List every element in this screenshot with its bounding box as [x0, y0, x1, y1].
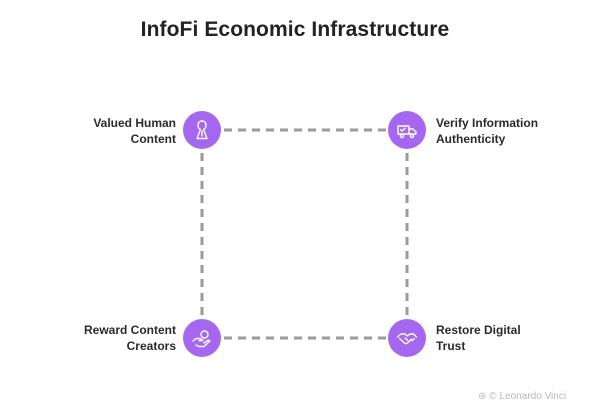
- diagram-title: InfoFi Economic Infrastructure: [140, 18, 450, 41]
- person-outline-icon: [196, 120, 208, 140]
- watermark-text: Leonardo Vinci: [499, 391, 567, 402]
- label-reward-content-creators: Reward Content Creators: [83, 323, 176, 353]
- node-verify-information-authenticity: [388, 111, 426, 149]
- coin-hand-icon: [192, 330, 211, 348]
- watermark: ⊛ © Leonardo Vinci: [478, 391, 566, 402]
- label-valued-human-content: Valued Human Content: [93, 116, 176, 146]
- handshake-icon: [396, 333, 418, 345]
- label-verify-information-authenticity: Verify Information Authenticity: [436, 116, 539, 146]
- node-valued-human-content: [183, 111, 221, 149]
- label-restore-digital-trust: Restore Digital Trust: [436, 323, 521, 353]
- node-reward-content-creators: [183, 319, 221, 357]
- truck-check-icon: [397, 125, 417, 139]
- watermark-symbol: ⊛ ©: [478, 391, 497, 402]
- node-restore-digital-trust: [388, 319, 426, 357]
